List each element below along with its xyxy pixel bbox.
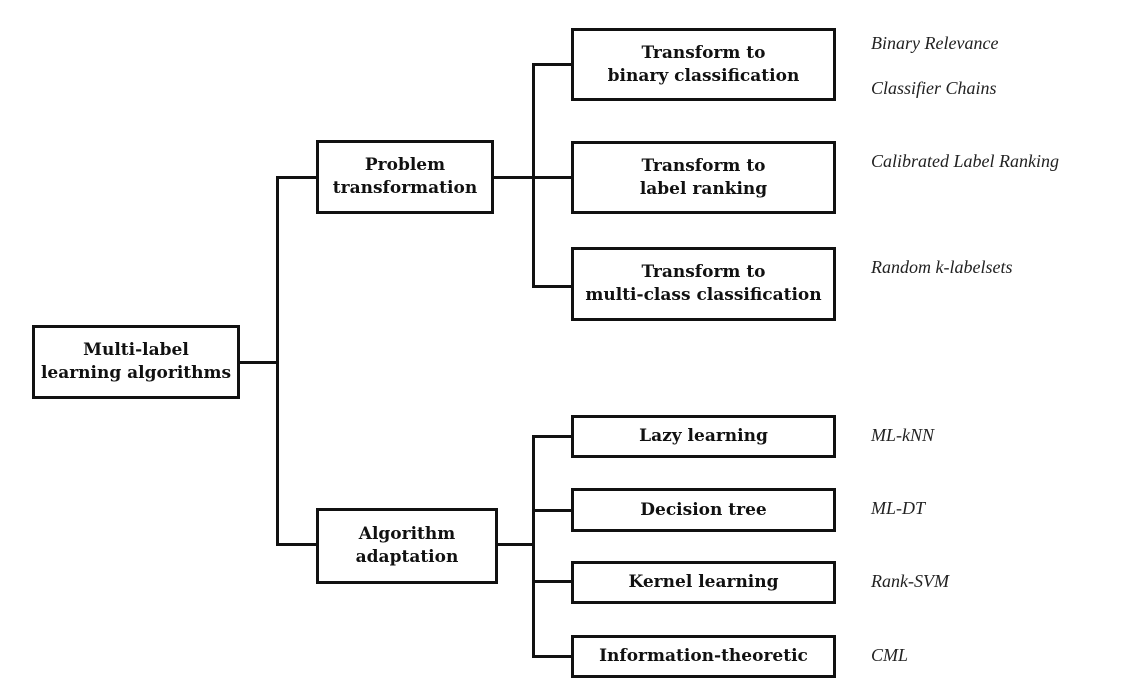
- connector-lazy: [532, 435, 573, 438]
- category-node-problem-transformation: Problem transformation: [316, 140, 494, 214]
- category-node-algorithm-adaptation: Algorithm adaptation: [316, 508, 498, 584]
- connector-aa-trunk: [532, 435, 535, 658]
- subcategory-node-label-ranking: Transform to label ranking: [571, 141, 836, 214]
- method-label-calibrated-label-ranking: Calibrated Label Ranking: [871, 151, 1059, 171]
- method-label-random-k-labelsets: Random k-labelsets: [871, 257, 1013, 277]
- connector-binary: [532, 63, 573, 66]
- subcategory-node-binary-classification: Transform to binary classification: [571, 28, 836, 101]
- subcategory-label-line2: binary classification: [607, 65, 800, 86]
- category-label-line1: Algorithm: [358, 524, 456, 544]
- subcategory-label-line2: multi-class classification: [585, 285, 822, 305]
- method-label-ml-dt: ML-DT: [871, 498, 926, 518]
- subcategory-label-line1: Transform to: [641, 262, 766, 282]
- connector-information: [532, 655, 573, 658]
- connector-aa-out: [496, 543, 532, 546]
- connector-algorithm-adaptation: [276, 543, 318, 546]
- connector-decision-tree: [532, 509, 573, 512]
- method-label-rank-svm: Rank-SVM: [871, 571, 949, 591]
- subcategory-label-line1: Transform to: [641, 42, 766, 63]
- method-label-cml: CML: [871, 645, 909, 665]
- connector-label-ranking: [532, 176, 573, 179]
- connector-kernel: [532, 580, 573, 583]
- connector-problem-transformation: [276, 176, 318, 179]
- connector-multiclass: [532, 285, 573, 288]
- subcategory-label: Lazy learning: [639, 426, 768, 446]
- subcategory-label: Information-theoretic: [599, 646, 808, 666]
- subcategory-node-information-theoretic: Information-theoretic: [571, 635, 836, 678]
- subcategory-node-lazy-learning: Lazy learning: [571, 415, 836, 458]
- connector-root-trunk: [276, 176, 279, 546]
- connector-pt-trunk: [532, 63, 535, 288]
- category-label-line2: transformation: [332, 178, 478, 198]
- subcategory-label-line1: Transform to: [641, 155, 766, 176]
- category-label-line2: adaptation: [355, 547, 459, 567]
- root-node-line2: learning algorithms: [40, 363, 232, 383]
- subcategory-label: Kernel learning: [628, 572, 779, 592]
- method-label-ml-knn: ML-kNN: [871, 425, 934, 445]
- root-node-line1: Multi-label: [83, 340, 189, 360]
- connector-pt-out: [492, 176, 532, 179]
- method-label-binary-relevance: Binary Relevance: [871, 33, 999, 53]
- subcategory-label: Decision tree: [640, 499, 767, 520]
- category-label-line1: Problem: [364, 155, 446, 175]
- subcategory-label-line2: label ranking: [639, 178, 768, 199]
- root-node: Multi-label learning algorithms: [32, 325, 240, 399]
- subcategory-node-kernel-learning: Kernel learning: [571, 561, 836, 604]
- subcategory-node-multi-class-classification: Transform to multi-class classification: [571, 247, 836, 321]
- method-label-classifier-chains: Classifier Chains: [871, 78, 997, 98]
- connector-root: [238, 361, 276, 364]
- subcategory-node-decision-tree: Decision tree: [571, 488, 836, 532]
